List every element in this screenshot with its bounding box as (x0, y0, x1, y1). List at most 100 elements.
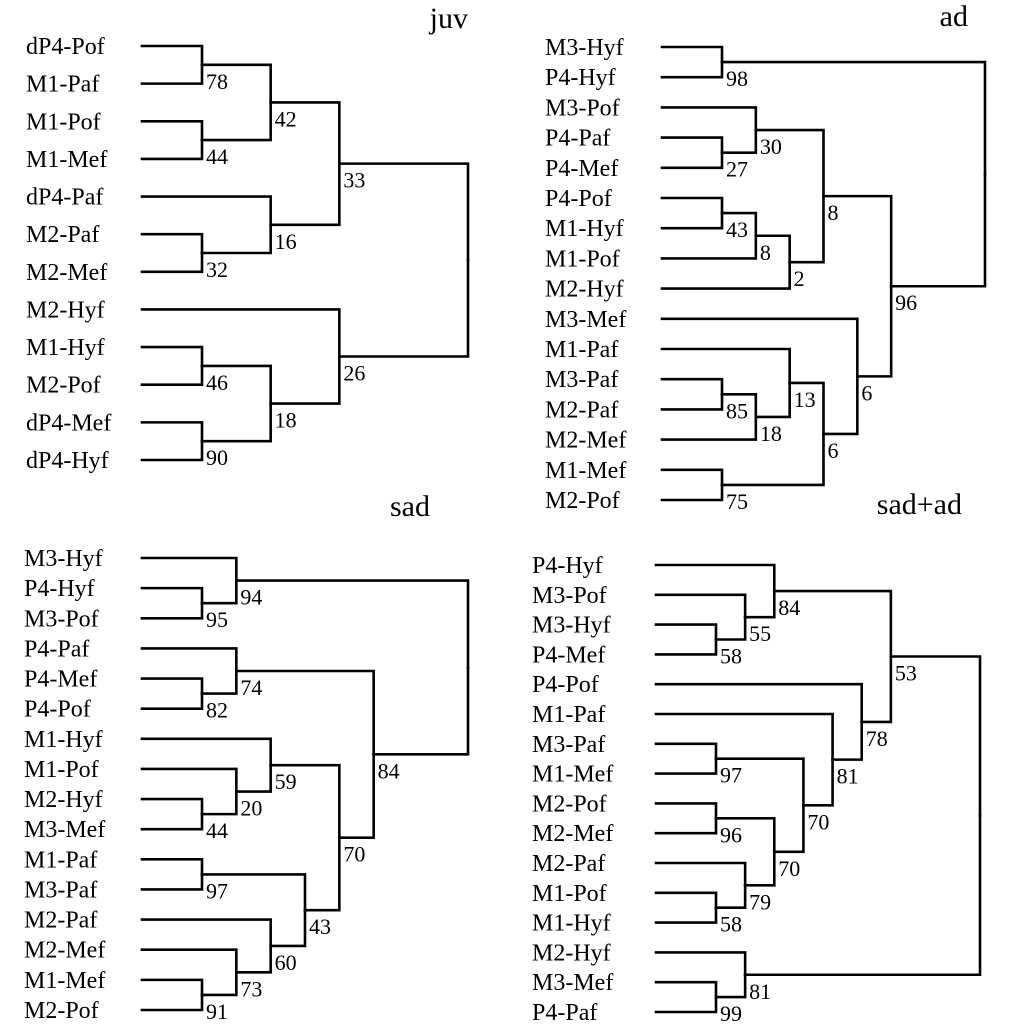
support-value: 81 (749, 979, 771, 1004)
support-value: 98 (726, 66, 748, 91)
support-value: 18 (275, 408, 297, 433)
leaf-label: M1-Pof (26, 109, 101, 135)
branch (654, 682, 864, 724)
leaf-label: M1-Mef (545, 458, 626, 484)
branch (660, 415, 758, 441)
leaf-label: M1-Paf (532, 702, 605, 728)
leaf-label: M2-Hyf (26, 297, 105, 323)
branch (140, 948, 238, 974)
leaf-label: M3-Mef (545, 307, 626, 333)
panel-title: ad (940, 0, 968, 33)
leaf-label: dP4-Hyf (26, 448, 109, 474)
support-value: 96 (895, 290, 917, 315)
support-value: 96 (720, 822, 742, 847)
branch (140, 873, 204, 891)
support-value: 97 (720, 763, 742, 788)
leaf-label: M1-Mef (26, 147, 107, 173)
leaf-label: P4-Hyf (532, 553, 603, 579)
branch (269, 908, 307, 948)
leaf-label: M2-Hyf (532, 940, 611, 966)
support-value: 55 (749, 621, 771, 646)
support-value: 94 (240, 585, 262, 610)
support-value: 70 (343, 842, 365, 867)
support-value: 30 (760, 134, 782, 159)
branch (743, 589, 776, 619)
branch (654, 712, 834, 761)
leaf-label: P4-Hyf (545, 65, 616, 91)
support-value: 58 (720, 912, 742, 937)
branch (822, 375, 859, 436)
leaf-label: M2-Paf (532, 851, 605, 877)
branch (140, 586, 204, 605)
branch (140, 918, 272, 948)
branch (338, 753, 375, 839)
branch (822, 194, 893, 288)
branch (743, 814, 982, 977)
branch (660, 45, 724, 64)
branch (140, 767, 238, 793)
branch (140, 138, 204, 161)
branch (200, 402, 272, 443)
branch (235, 669, 375, 756)
support-value: 78 (206, 69, 228, 94)
branch (654, 980, 718, 999)
branch (140, 251, 204, 274)
branch (788, 381, 825, 436)
branch (720, 211, 758, 238)
leaf-label: M2-Paf (545, 397, 618, 423)
leaf-label: M1-Pof (532, 881, 607, 907)
support-value: 78 (866, 726, 888, 751)
support-value: 58 (720, 644, 742, 669)
branch (654, 742, 718, 760)
leaf-label: M1-Mef (532, 762, 613, 788)
branch (654, 817, 718, 835)
leaf-label: M1-Paf (26, 72, 99, 98)
leaf-label: M3-Paf (24, 877, 97, 903)
branch (654, 563, 776, 593)
leaf-label: M3-Mef (24, 817, 105, 843)
branch (200, 669, 238, 695)
support-value: 79 (749, 889, 771, 914)
branch (200, 579, 238, 605)
branch (660, 234, 758, 260)
branch (654, 891, 718, 909)
leaf-label: M3-Hyf (545, 35, 624, 61)
branch (235, 579, 470, 669)
support-value: 16 (275, 229, 297, 254)
leaf-label: dP4-Paf (26, 185, 103, 211)
branch (140, 439, 204, 462)
leaf-label: M1-Paf (545, 337, 618, 363)
support-value: 84 (378, 758, 400, 783)
branch (720, 128, 758, 154)
branch (660, 468, 724, 487)
leaf-label: M1-Hyf (532, 911, 611, 937)
branch (856, 284, 893, 378)
branch (654, 861, 747, 887)
branch (754, 234, 791, 264)
branch (140, 421, 204, 443)
branch (654, 757, 718, 775)
leaf-label: M2-Pof (532, 791, 607, 817)
support-value: 59 (275, 769, 297, 794)
branch (654, 802, 718, 820)
leaf-label: P4-Mef (24, 667, 97, 693)
branch (200, 971, 238, 997)
branch (269, 101, 341, 165)
branch (140, 737, 272, 767)
branch (200, 790, 238, 816)
branch (660, 317, 859, 378)
leaf-label: M3-Paf (545, 367, 618, 393)
branch (660, 211, 724, 230)
support-value: 81 (837, 764, 859, 789)
support-value: 60 (275, 950, 297, 975)
branch (714, 757, 805, 807)
branch (654, 593, 747, 619)
branch (140, 692, 204, 710)
support-value: 42 (275, 106, 297, 131)
branch (720, 432, 825, 487)
branch (140, 647, 238, 673)
support-value: 75 (726, 489, 748, 514)
branch (140, 308, 341, 358)
branch (235, 944, 272, 974)
